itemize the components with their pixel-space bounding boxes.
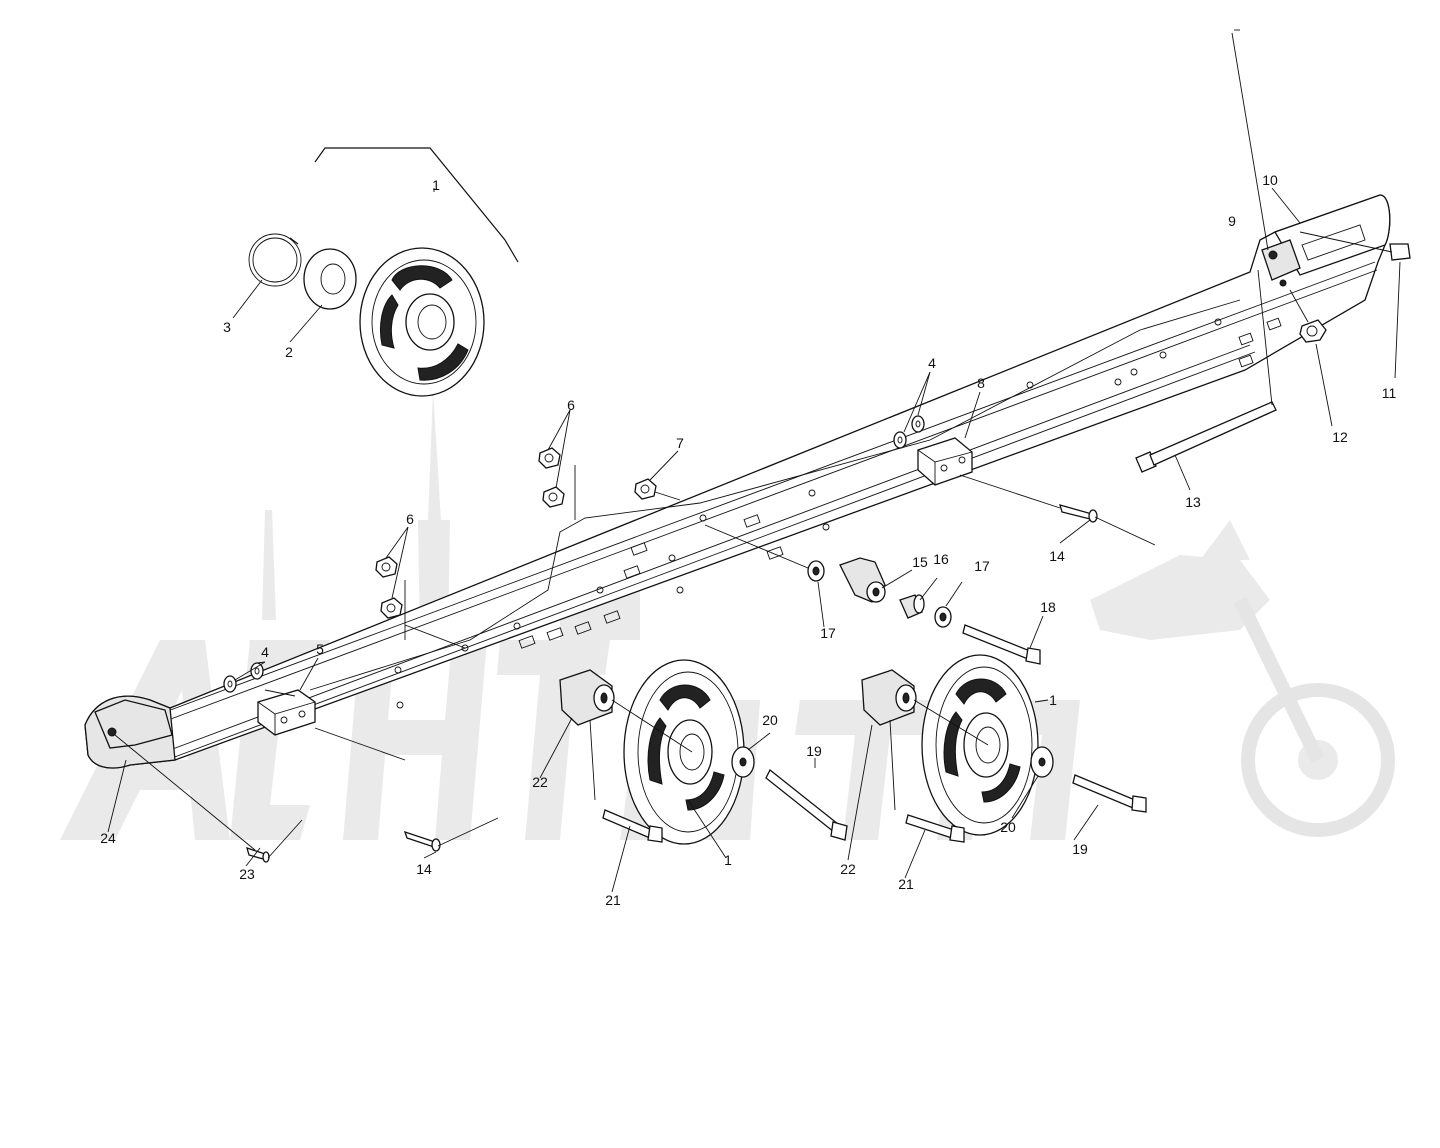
- washers-4-lower: [223, 662, 296, 697]
- callout-1-lower-left: 1: [724, 852, 732, 868]
- callout-19-left: 19: [806, 743, 822, 759]
- callout-3: 3: [223, 319, 231, 335]
- washer-20-right: [1030, 746, 1054, 778]
- callout-22-right: 22: [840, 861, 856, 877]
- callout-6-lower: 6: [406, 511, 414, 527]
- callout-1-lower-right: 1: [1049, 692, 1057, 708]
- callout-5: 5: [316, 641, 324, 657]
- block-8: [917, 437, 973, 486]
- callout-4-lower: 4: [261, 644, 269, 660]
- washer-17-right: [934, 606, 952, 628]
- callout-22-left: 22: [532, 774, 548, 790]
- nuts-6-lower: [375, 556, 466, 649]
- callout-16: 16: [933, 551, 949, 567]
- callout-4-upper: 4: [928, 355, 936, 371]
- callout-7: 7: [676, 435, 684, 451]
- callout-20-right: 20: [1000, 819, 1016, 835]
- callout-21-left: 21: [605, 892, 621, 908]
- callout-21-right: 21: [898, 876, 914, 892]
- callout-labels: 1 2 3 4 4 5 6 6 7 8 9 10 11 12 13 14 14 …: [100, 172, 1396, 908]
- callout-17-right: 17: [974, 558, 990, 574]
- bearing-2: [303, 248, 357, 310]
- bolt-19-left: [765, 768, 848, 841]
- front-tip-24: [94, 699, 173, 749]
- bolt-13: [1135, 269, 1277, 473]
- bracket-callout-1: [314, 147, 519, 263]
- callout-17-left: 17: [820, 625, 836, 641]
- callout-8: 8: [977, 375, 985, 391]
- bolt-18: [962, 624, 1041, 665]
- callout-10: 10: [1262, 172, 1278, 188]
- bolt-11: [1299, 231, 1411, 261]
- callout-19-right: 19: [1072, 841, 1088, 857]
- leader-15-axis: [704, 524, 809, 569]
- callout-15: 15: [912, 554, 928, 570]
- snap-ring-3: [248, 233, 302, 287]
- washers-4-upper: [893, 415, 925, 449]
- pin-14-lower: [314, 727, 499, 852]
- nuts-6-upper: [538, 447, 576, 520]
- leader-lines: [107, 29, 1401, 893]
- callout-9: 9: [1228, 213, 1236, 229]
- bracket-22-left: [559, 669, 615, 801]
- bracket-22-right: [861, 669, 917, 811]
- nut-12: [1289, 289, 1327, 343]
- callout-14-lower: 14: [416, 861, 432, 877]
- bolt-21-right: [905, 814, 965, 843]
- washer-20-left: [731, 746, 755, 778]
- wheel-upper: [359, 247, 485, 397]
- block-5: [257, 689, 316, 736]
- bolt-21-left: [602, 809, 663, 843]
- callout-6-upper: 6: [567, 397, 575, 413]
- spacer-16: [899, 594, 925, 619]
- callout-1-top: 1: [432, 177, 440, 193]
- callout-20-left: 20: [762, 712, 778, 728]
- callout-24: 24: [100, 830, 116, 846]
- nut-7: [634, 478, 681, 501]
- washer-17-left: [807, 560, 825, 582]
- callout-14-upper: 14: [1049, 548, 1065, 564]
- callout-13: 13: [1185, 494, 1201, 510]
- callout-11: 11: [1382, 385, 1397, 401]
- pin-23: [114, 734, 303, 863]
- wheel-lower-right: [913, 654, 1039, 836]
- callout-23: 23: [239, 866, 255, 882]
- bracket-15: [839, 557, 886, 603]
- wheel-lower-left: [611, 659, 745, 845]
- callout-18: 18: [1040, 599, 1056, 615]
- pin-14-upper: [959, 474, 1156, 546]
- callout-2: 2: [285, 344, 293, 360]
- rear-bracket: [1261, 239, 1301, 287]
- bolt-19-right: [1072, 774, 1147, 813]
- callout-12: 12: [1332, 429, 1348, 445]
